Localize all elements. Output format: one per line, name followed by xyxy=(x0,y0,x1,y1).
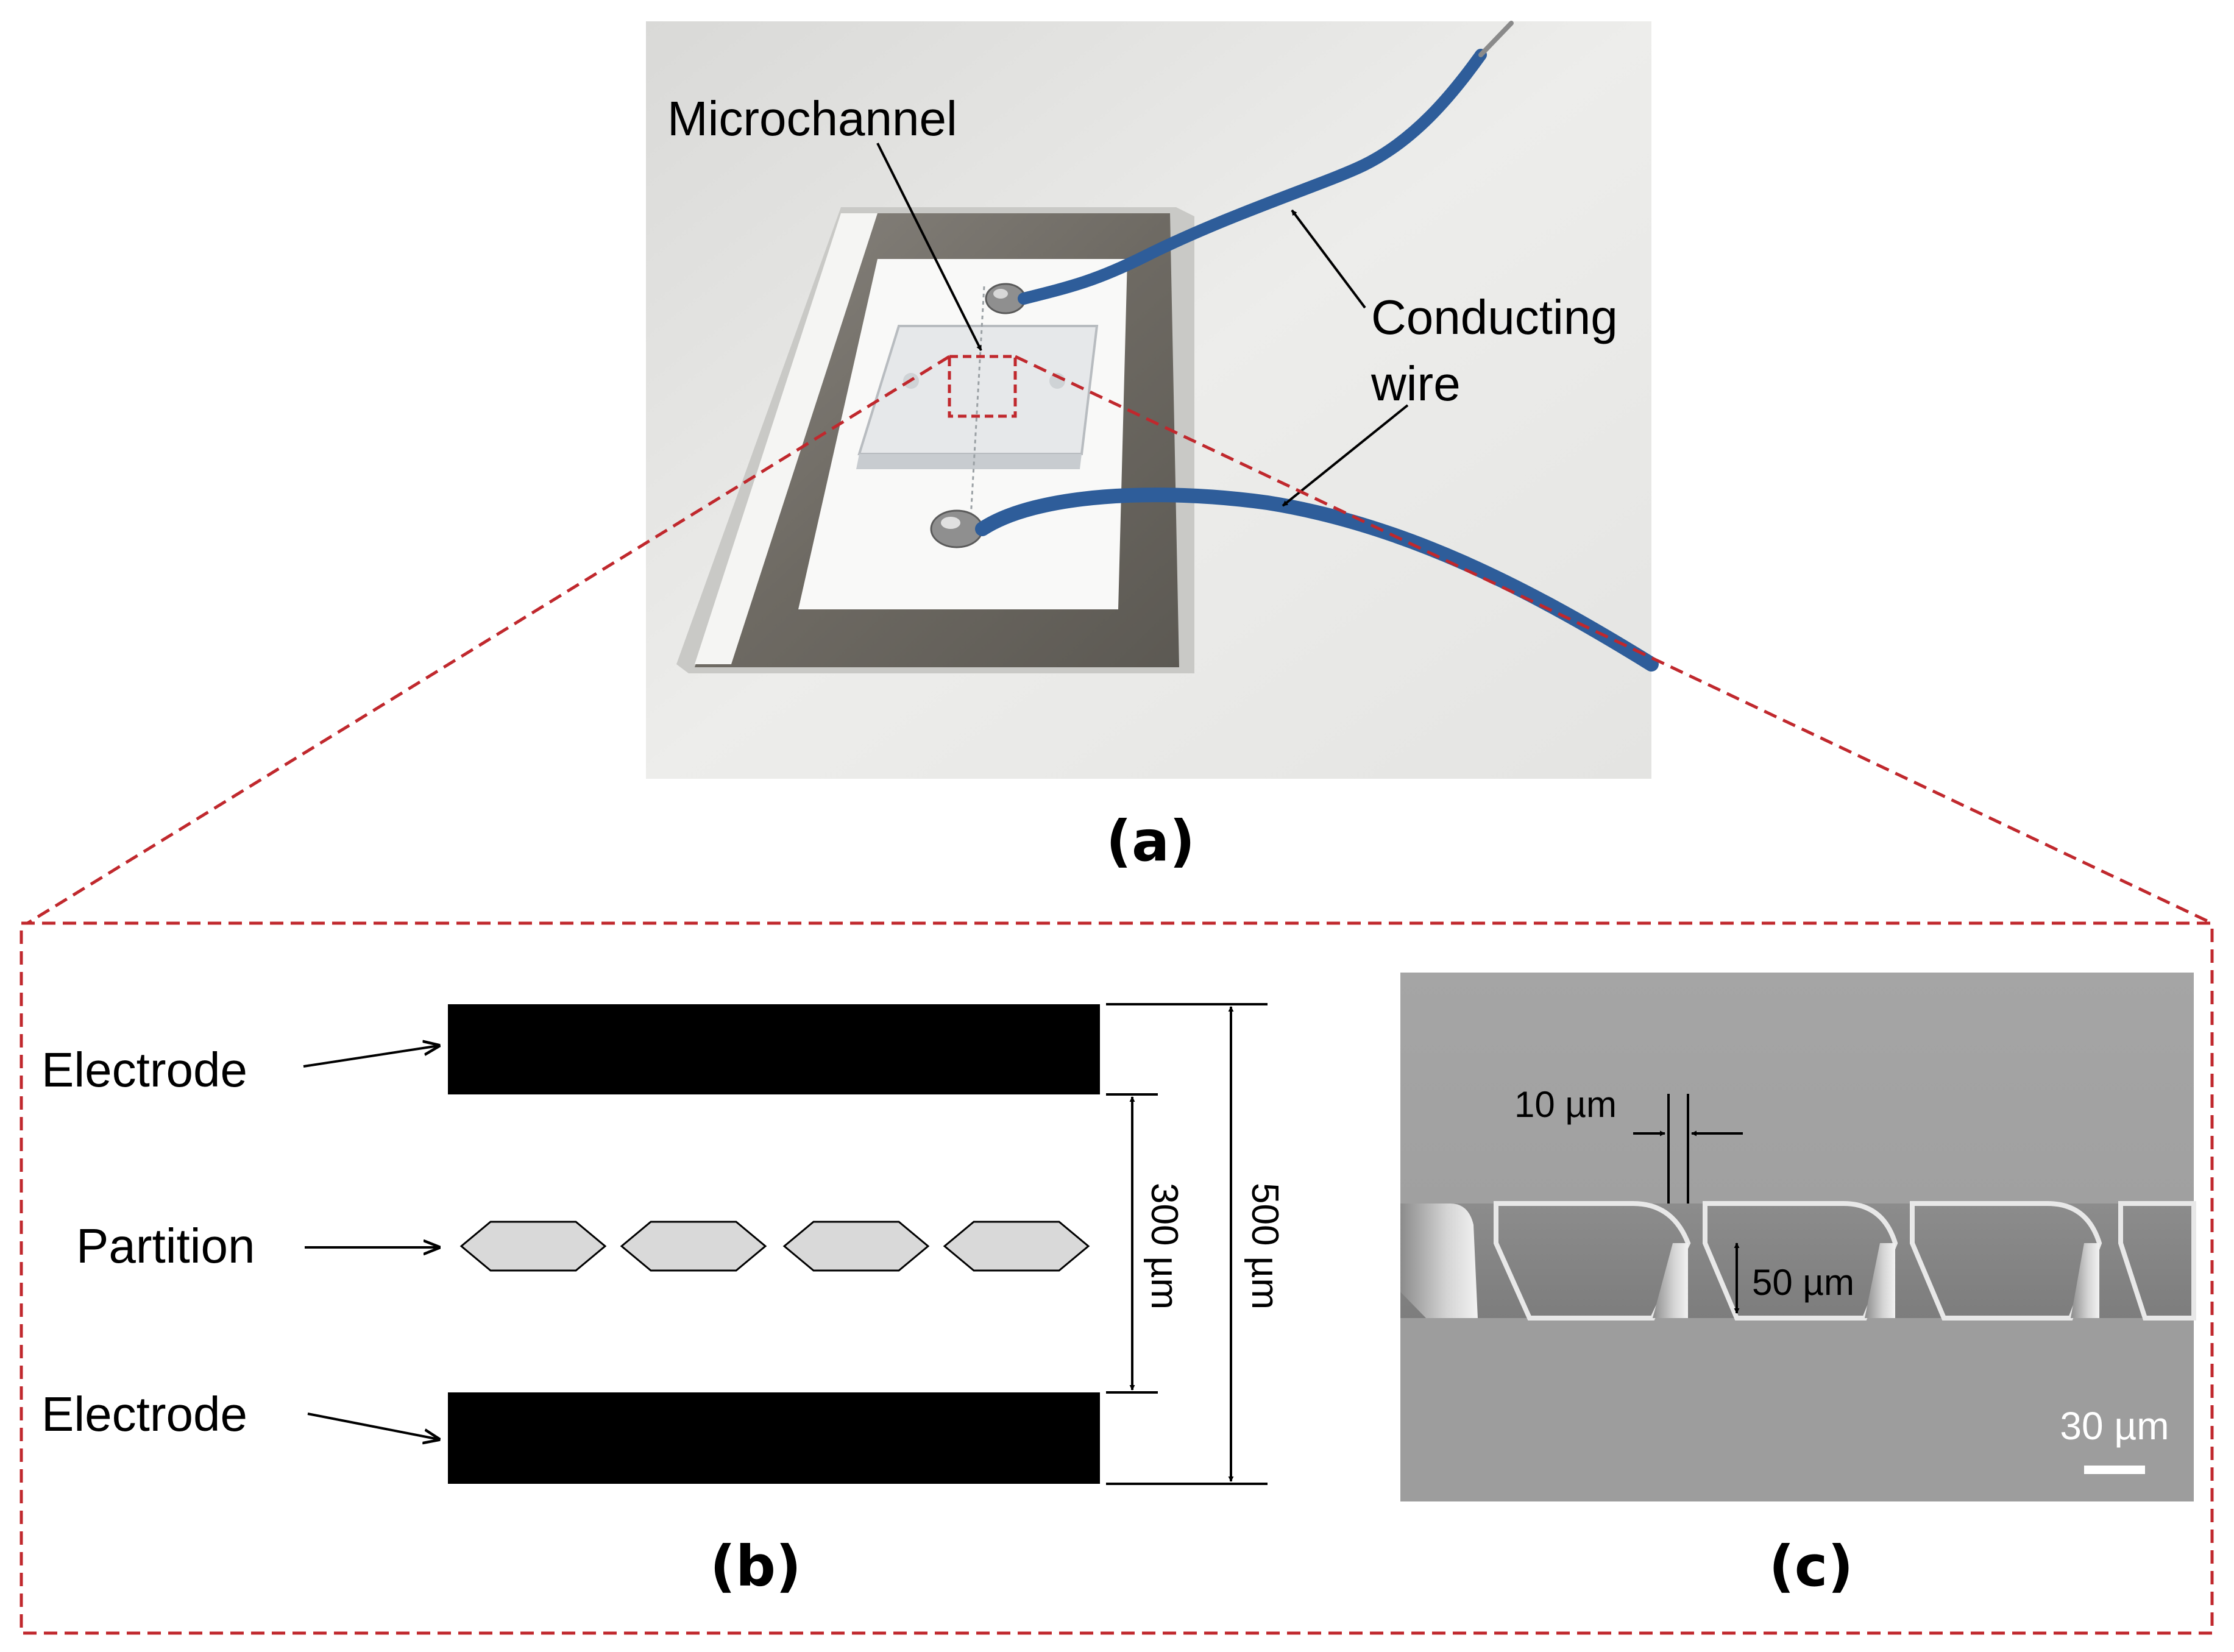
channel-floor xyxy=(1400,1318,2194,1501)
electrode-bottom-arrow xyxy=(307,1413,439,1439)
wire-callout-line-top xyxy=(1291,209,1366,309)
conducting-wire-top xyxy=(1018,49,1487,305)
partition-4 xyxy=(943,1221,1090,1272)
microchannel-callout-line xyxy=(876,143,982,351)
sem-panel: 10 µm 50 µm 30 µm xyxy=(1400,973,2196,1501)
panel-c-label: (c) xyxy=(1769,1534,1854,1599)
sem-pillar-7 xyxy=(2071,1243,2099,1318)
solder-joint-bottom-highlight xyxy=(941,517,960,529)
zoom-projection xyxy=(20,355,2214,1635)
partition-3 xyxy=(782,1221,930,1272)
frame-white-strip-left xyxy=(695,213,878,664)
electrode-top-arrow xyxy=(303,1046,439,1068)
conducting-wire-top-tip xyxy=(1478,21,1514,57)
scale-bar-label: 30 µm xyxy=(2060,1404,2169,1448)
scale-bar xyxy=(2084,1466,2145,1474)
sem-pillar-8 xyxy=(2118,1201,2196,1321)
microchannel-label: Microchannel xyxy=(667,91,957,146)
electrode-bottom xyxy=(448,1392,1100,1484)
partition-2 xyxy=(620,1221,767,1272)
gap-width-label: 10 µm xyxy=(1514,1084,1617,1125)
channel-trace xyxy=(970,286,985,519)
dimension-lines xyxy=(1106,1003,1268,1485)
electrode-top-label: Electrode xyxy=(41,1043,247,1097)
conducting-wire-label-line2: wire xyxy=(1371,356,1461,411)
panel-b-label: (b) xyxy=(710,1534,801,1599)
channel-wall xyxy=(1400,1204,2194,1318)
depth-label: 50 µm xyxy=(1752,1262,1854,1303)
zoom-line-left xyxy=(26,355,951,925)
partition-label: Partition xyxy=(76,1219,255,1273)
electrode-bottom-label: Electrode xyxy=(41,1387,247,1441)
sem-pillars xyxy=(1400,1201,2196,1321)
electrode-top xyxy=(448,1004,1100,1094)
sem-pillar-1 xyxy=(1400,1204,1478,1318)
schematic-panel: Electrode Partition Electrode 300 µm 500… xyxy=(41,1003,1286,1485)
sem-pillar-3 xyxy=(1653,1243,1688,1318)
partition-1 xyxy=(459,1221,607,1272)
wire-callout-line-bottom xyxy=(1282,404,1409,507)
solder-joint-bottom xyxy=(930,509,984,548)
partition-row xyxy=(459,1221,1090,1272)
photo-panel: Microchannel Conducting wire xyxy=(646,21,1659,779)
zoom-line-right xyxy=(1014,355,2213,925)
zoom-box xyxy=(948,355,1017,418)
dimension-500-label: 500 µm xyxy=(1244,1183,1286,1310)
solder-joint-top-highlight xyxy=(993,289,1008,299)
panel-a-label: (a) xyxy=(1106,809,1195,874)
sem-pillar-5 xyxy=(1865,1243,1895,1318)
conducting-wire-label-line1: Conducting xyxy=(1371,290,1618,344)
dimension-300-label: 300 µm xyxy=(1143,1183,1185,1310)
pdms-chip-edge xyxy=(856,454,1082,469)
